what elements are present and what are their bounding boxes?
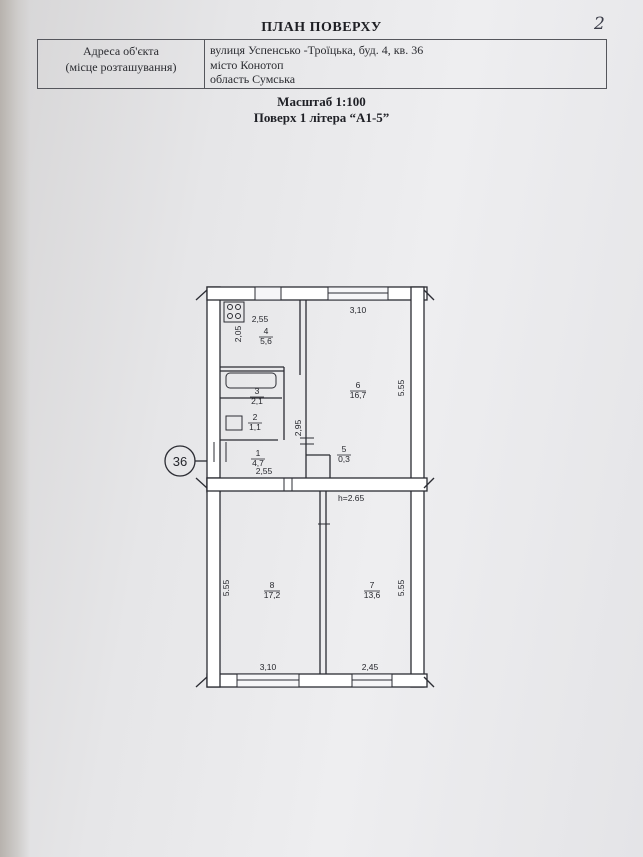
room-2-number: 2: [253, 412, 258, 422]
windows: [236, 286, 393, 688]
scale-label: Масштаб 1:100: [277, 94, 366, 109]
room-5-number: 5: [342, 444, 347, 454]
address-label-line1: Адреса об'єкта: [82, 44, 159, 58]
handwritten-page-number: 2: [594, 14, 605, 34]
room-labels: 1 4,7 2 1,1 3 2,1 4 5,6 5 0,3 6 16,7 7 1…: [249, 326, 380, 600]
room-1-number: 1: [256, 448, 261, 458]
dim-room6-width: 3,10: [350, 305, 367, 315]
dim-room7-width: 2,45: [362, 662, 379, 672]
dim-kitchen-depth: 2,05: [233, 325, 243, 342]
address-label-line2: (місце розташування): [65, 60, 177, 74]
address-table: Адреса об'єкта (місце розташування) вули…: [37, 39, 607, 89]
address-table-divider: [204, 40, 205, 88]
address-region: область Сумська: [210, 72, 296, 86]
room-6-area: 16,7: [350, 390, 367, 400]
room-7-number: 7: [370, 580, 375, 590]
dimension-labels: 2,55 2,05 3,10 5.55 2,55 2,95 5.55 3,10 …: [221, 305, 406, 672]
room-8-number: 8: [270, 580, 275, 590]
room-7-area: 13,6: [364, 590, 381, 600]
address-street: вулиця Успенсько -Троїцька, буд. 4, кв. …: [210, 43, 424, 57]
dim-room7-depth: 5.55: [396, 579, 406, 596]
document-title: ПЛАН ПОВЕРХУ: [261, 20, 382, 35]
room-4-area: 5,6: [260, 336, 272, 346]
walls: [195, 286, 435, 688]
fixtures: [213, 301, 330, 525]
room-3-number: 3: [255, 386, 260, 396]
dim-hall-depth: 2,95: [293, 419, 303, 436]
dim-room6-depth: 5.55: [396, 379, 406, 396]
dim-room8-width: 3,10: [260, 662, 277, 672]
address-label: Адреса об'єкта (місце розташування): [38, 43, 204, 75]
apartment-marker: 36: [164, 445, 207, 477]
ceiling-height: h=2.65: [338, 493, 365, 503]
dim-hall-width: 2,55: [256, 466, 273, 476]
address-city: місто Конотоп: [210, 57, 284, 72]
binding-edge: [0, 0, 30, 857]
address-value: вулиця Успенсько -Троїцька, буд. 4, кв. …: [210, 43, 423, 87]
dim-kitchen-width: 2,55: [252, 314, 269, 324]
room-5-area: 0,3: [338, 454, 350, 464]
room-6-number: 6: [356, 380, 361, 390]
room-8-area: 17,2: [264, 590, 281, 600]
room-1-area: 4,7: [252, 458, 264, 468]
area-fraction-lines: [248, 336, 380, 592]
apartment-number: 36: [173, 454, 187, 469]
floor-label: Поверх 1 літера “А1-5”: [253, 110, 390, 125]
room-2-area: 1,1: [249, 422, 261, 432]
room-4-number: 4: [264, 326, 269, 336]
room-3-area: 2,1: [251, 396, 263, 406]
dim-room8-depth: 5.55: [221, 579, 231, 596]
